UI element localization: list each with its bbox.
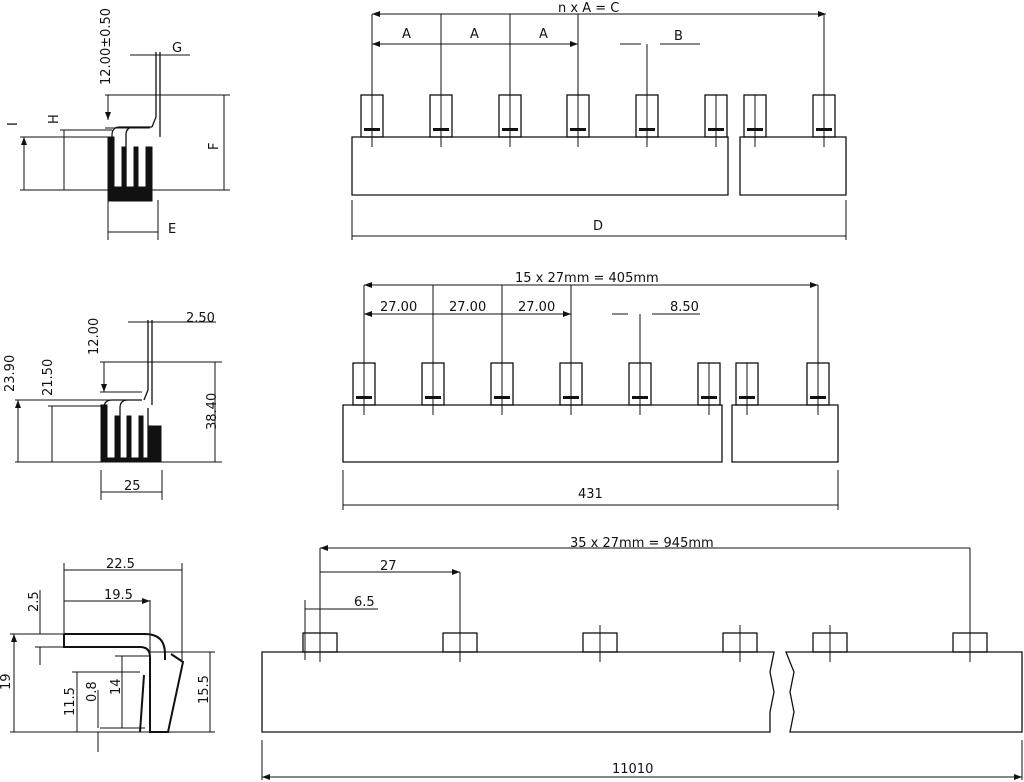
pin-terminal xyxy=(812,625,848,662)
dim-25-label: 2.5 xyxy=(27,591,42,612)
length-label: 431 xyxy=(578,487,603,502)
pin-terminal xyxy=(743,94,767,147)
pin-terminal xyxy=(735,362,759,415)
pin-terminal xyxy=(582,625,618,662)
pin-terminal xyxy=(352,285,376,415)
view1-front: n x A = C A A A B D xyxy=(351,1,847,240)
busbar-body xyxy=(261,651,1023,733)
pin-terminal xyxy=(704,94,728,147)
dim-12-label: 12.00±0.50 xyxy=(99,8,114,85)
pin-terminal xyxy=(628,314,652,415)
dim-i-label: I xyxy=(6,122,21,126)
busbar-body xyxy=(351,136,847,196)
view3-front: 35 x 27mm = 945mm 27 6.5 11010 xyxy=(261,536,1023,780)
pitch-label: 27.00 xyxy=(380,300,417,315)
dim-195-label: 19.5 xyxy=(104,588,133,603)
pitch-a-label: A xyxy=(470,27,479,42)
busbar-profile-shape xyxy=(107,136,153,202)
pitch-a-label: A xyxy=(539,27,548,42)
pin-terminal xyxy=(490,285,514,415)
dim-25-label: 25 xyxy=(124,479,141,494)
busbar-body xyxy=(342,404,839,463)
pin-terminal xyxy=(498,14,522,147)
pin-row xyxy=(360,14,836,147)
pin-terminal xyxy=(952,548,988,662)
pitch-label: 27.00 xyxy=(518,300,555,315)
pin-terminal xyxy=(442,572,478,662)
pin-terminal xyxy=(697,362,721,415)
pin-terminal xyxy=(806,285,830,415)
formula-label: n x A = C xyxy=(558,1,619,16)
dim-g-label: G xyxy=(172,41,182,56)
pin-terminal xyxy=(722,625,758,662)
pin-terminal xyxy=(559,285,583,415)
pitch-a-label: A xyxy=(402,27,411,42)
pitch-label: 27 xyxy=(380,559,397,574)
dim-155-label: 15.5 xyxy=(197,675,212,704)
dim-08-label: 0.8 xyxy=(85,681,100,702)
dim-2390-label: 23.90 xyxy=(3,355,18,392)
pin-terminal xyxy=(421,285,445,415)
pin-terminal xyxy=(635,44,659,147)
length-label: 11010 xyxy=(612,762,653,777)
dim-e-label: E xyxy=(168,222,176,237)
dim-65-label: 6.5 xyxy=(354,595,375,610)
dim-225-label: 22.5 xyxy=(106,557,135,572)
pin-terminal xyxy=(429,14,453,147)
view1-side-profile: 12.00±0.50 G I H F E xyxy=(6,8,230,240)
dim-250-label: 2.50 xyxy=(186,311,215,326)
view2-side-profile: 12.00 2.50 23.90 21.50 38.40 25 xyxy=(3,311,222,500)
formula-label: 15 x 27mm = 405mm xyxy=(515,271,659,286)
dim-12-label: 12.00 xyxy=(87,318,102,355)
dim-115-label: 11.5 xyxy=(63,687,78,716)
pin-row xyxy=(352,285,830,415)
pin-terminal xyxy=(302,548,338,662)
dim-f-label: F xyxy=(207,143,222,150)
view3-side-profile: 22.5 19.5 2.5 19 11.5 0.8 14 15.5 xyxy=(0,557,215,752)
dim-19-label: 19 xyxy=(0,673,14,690)
pin-row xyxy=(302,548,988,662)
pin-terminal xyxy=(360,14,384,147)
dim-d-label: D xyxy=(593,219,603,234)
dim-3840-label: 38.40 xyxy=(205,393,220,430)
pin-terminal xyxy=(812,14,836,147)
dim-b-label: B xyxy=(674,29,683,44)
dim-b-label: 8.50 xyxy=(670,300,699,315)
dim-14-label: 14 xyxy=(109,678,124,695)
pitch-label: 27.00 xyxy=(449,300,486,315)
dim-h-label: H xyxy=(47,114,62,124)
view2-front: 15 x 27mm = 405mm 27.00 27.00 27.00 8.50… xyxy=(342,271,839,510)
formula-label: 35 x 27mm = 945mm xyxy=(570,536,714,551)
pin-terminal xyxy=(566,14,590,147)
dim-2150-label: 21.50 xyxy=(41,359,56,396)
